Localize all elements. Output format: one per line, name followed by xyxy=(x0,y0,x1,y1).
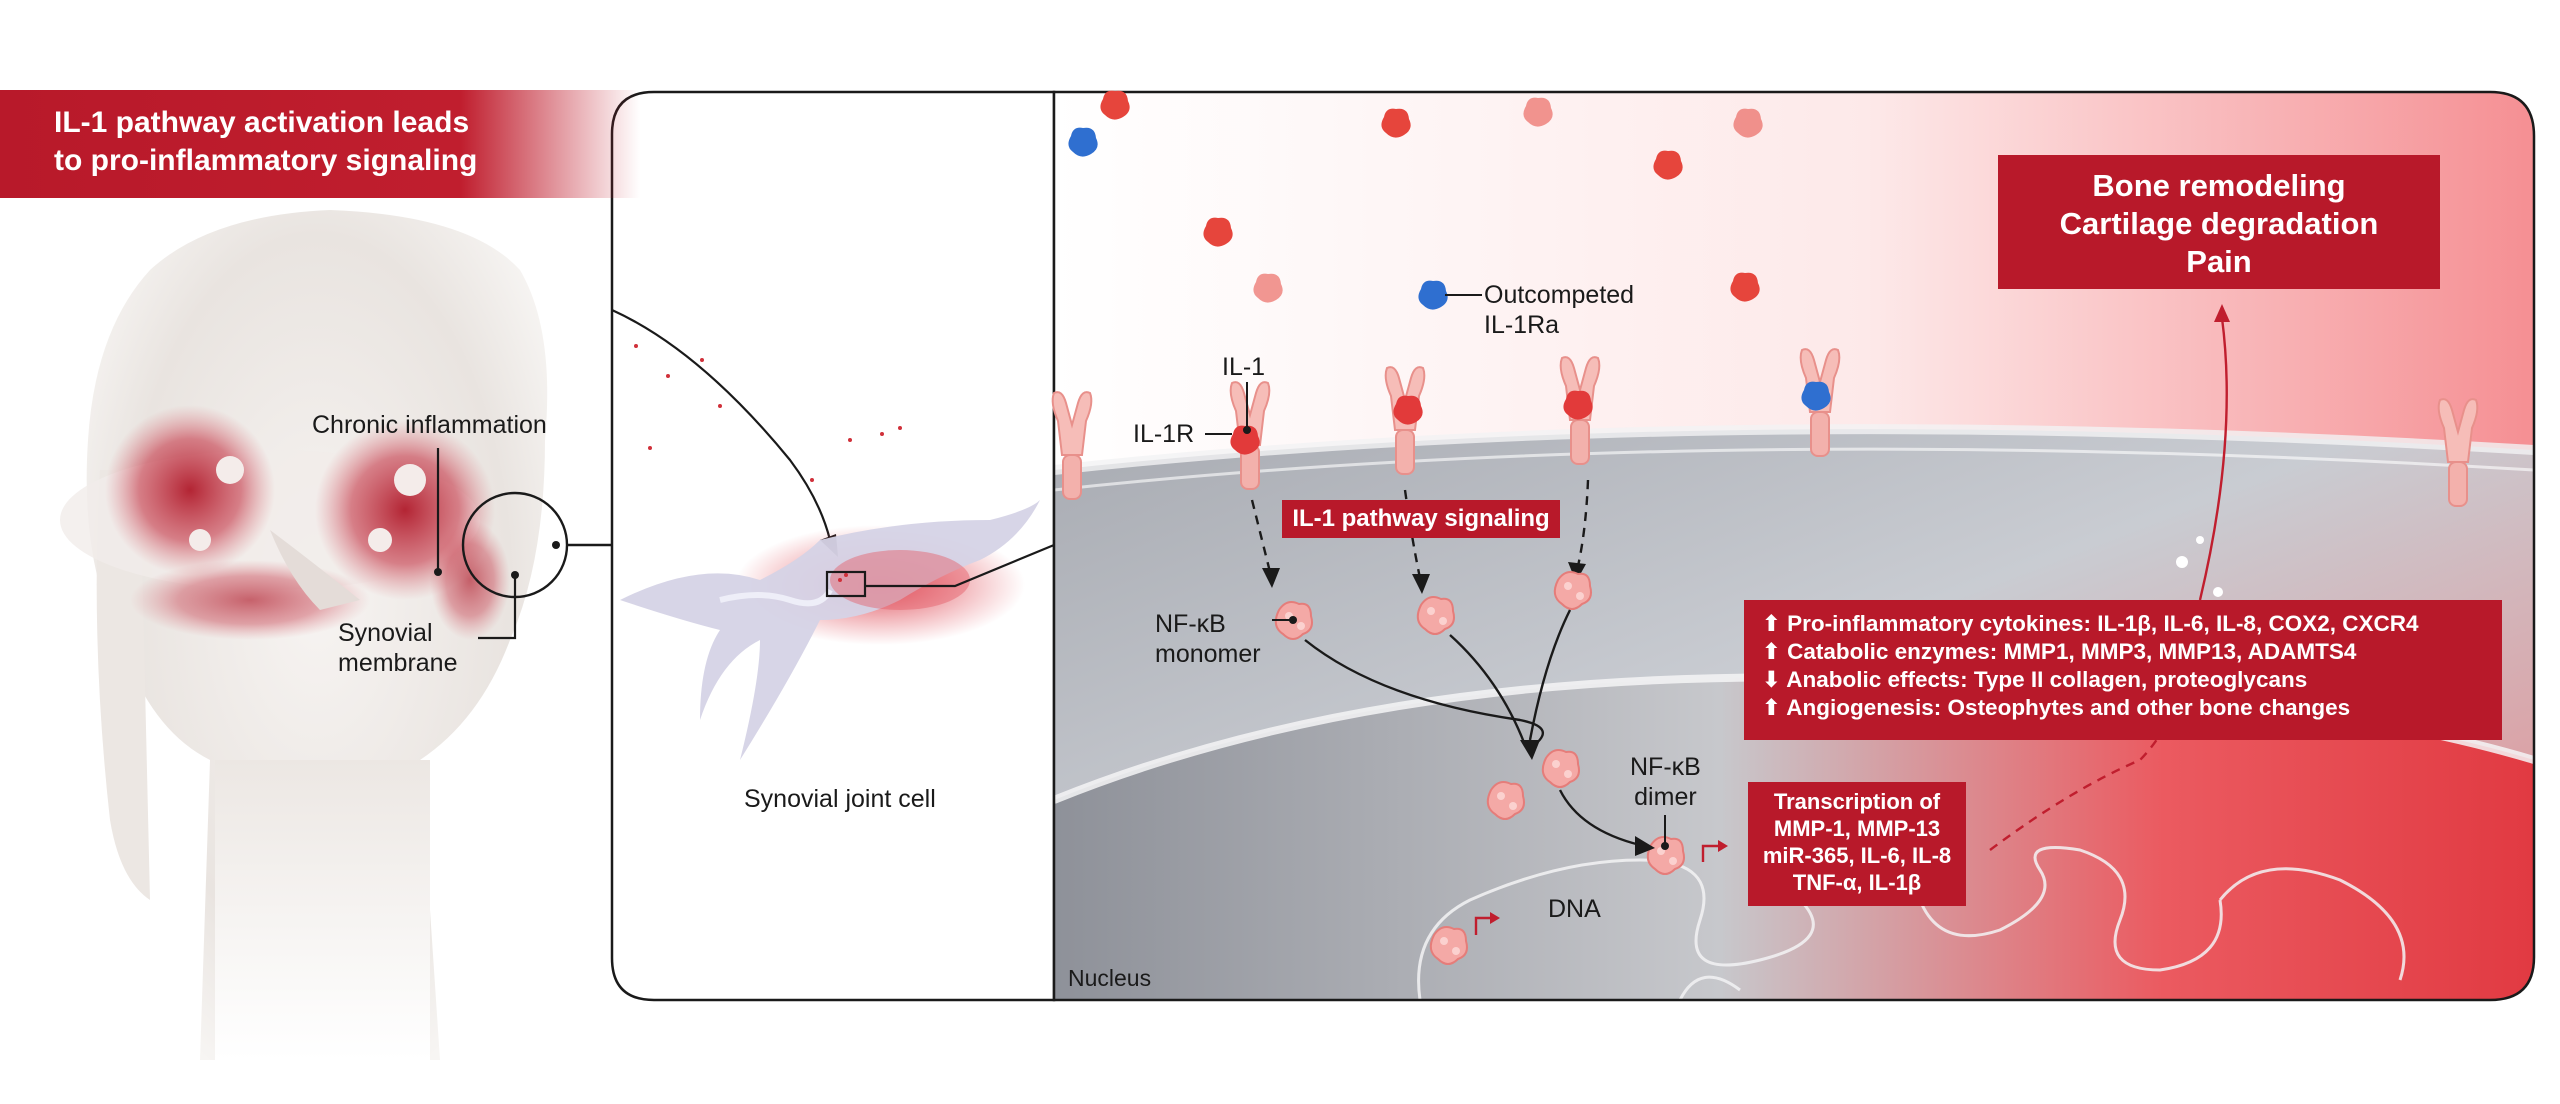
outcome-line-2: Cartilage degradation xyxy=(2059,206,2379,241)
outcompeted-il1ra-label: Outcompeted IL-1Ra xyxy=(1484,280,1634,340)
dna-label: DNA xyxy=(1548,895,1601,923)
transcription-line-2: MMP-1, MMP-13 xyxy=(1773,816,1941,841)
outcome-line-1: Bone remodeling xyxy=(2092,168,2346,203)
synovial-membrane-label: Synovial membrane xyxy=(338,618,458,678)
arrow-up-icon: ⬆ xyxy=(1762,611,1781,636)
nfkb-monomer-line-2: monomer xyxy=(1155,640,1261,668)
nfkb-dimer-label: NF-κB dimer xyxy=(1630,752,1701,812)
title-banner: IL-1 pathway activation leads to pro-inf… xyxy=(0,90,640,198)
outcompeted-line-1: Outcompeted xyxy=(1484,281,1635,309)
il1r-label: IL-1R xyxy=(1133,420,1195,448)
title-line-1: IL-1 pathway activation leads xyxy=(54,106,470,139)
title-line-2: to pro-inflammatory signaling xyxy=(54,144,478,177)
synovial-membrane-line-1: Synovial xyxy=(338,619,433,647)
effect-text: Angiogenesis: Osteophytes and other bone… xyxy=(1786,695,2351,720)
knee-joint-illustration xyxy=(60,210,612,1060)
transcription-line-3: miR-365, IL-6, IL-8 xyxy=(1762,843,1952,868)
nfkb-monomer-label: NF-κB monomer xyxy=(1155,609,1261,669)
transcription-start-arrow-icon xyxy=(1474,844,1722,935)
nfkb-monomer-line-1: NF-κB xyxy=(1155,610,1226,638)
synovial-membrane-line-2: membrane xyxy=(338,649,458,677)
nfkb-dimer-line-2: dimer xyxy=(1634,783,1697,811)
transcription-line-1: Transcription of xyxy=(1773,789,1941,814)
outcompeted-line-2: IL-1Ra xyxy=(1484,311,1560,339)
synovial-joint-cell-label: Synovial joint cell xyxy=(744,785,936,813)
nucleus-label: Nucleus xyxy=(1068,965,1152,991)
effect-text: Anabolic effects: Type II collagen, prot… xyxy=(1786,667,2308,692)
transcription-line-4: TNF-α, IL-1β xyxy=(1792,870,1922,895)
synovial-cell-panel xyxy=(610,90,1056,1002)
effect-text: Catabolic enzymes: MMP1, MMP3, MMP13, AD… xyxy=(1787,639,2357,664)
chronic-inflammation-label: Chronic inflammation xyxy=(312,411,547,439)
arrow-up-icon: ⬆ xyxy=(1762,639,1781,664)
pathway-signaling-tag: IL-1 pathway signaling xyxy=(1282,500,1560,538)
arrow-down-icon: ⬇ xyxy=(1762,667,1781,692)
effect-row: ⬆ Catabolic enzymes: MMP1, MMP3, MMP13, … xyxy=(1762,638,2502,666)
effects-box: ⬆ Pro-inflammatory cytokines: IL-1β, IL-… xyxy=(1744,600,2502,740)
effect-row: ⬆ Angiogenesis: Osteophytes and other bo… xyxy=(1762,694,2502,722)
effect-row: ⬇ Anabolic effects: Type II collagen, pr… xyxy=(1762,666,2502,694)
arrow-up-icon: ⬆ xyxy=(1762,695,1781,720)
outcome-box: Bone remodeling Cartilage degradation Pa… xyxy=(1998,155,2440,289)
outcome-line-3: Pain xyxy=(2186,244,2252,279)
effect-row: ⬆ Pro-inflammatory cytokines: IL-1β, IL-… xyxy=(1762,610,2502,638)
il1-label: IL-1 xyxy=(1222,353,1266,381)
transcription-box: Transcription of MMP-1, MMP-13 miR-365, … xyxy=(1748,782,1966,906)
nfkb-dimer-line-1: NF-κB xyxy=(1630,753,1701,781)
effect-text: Pro-inflammatory cytokines: IL-1β, IL-6,… xyxy=(1787,611,2419,636)
